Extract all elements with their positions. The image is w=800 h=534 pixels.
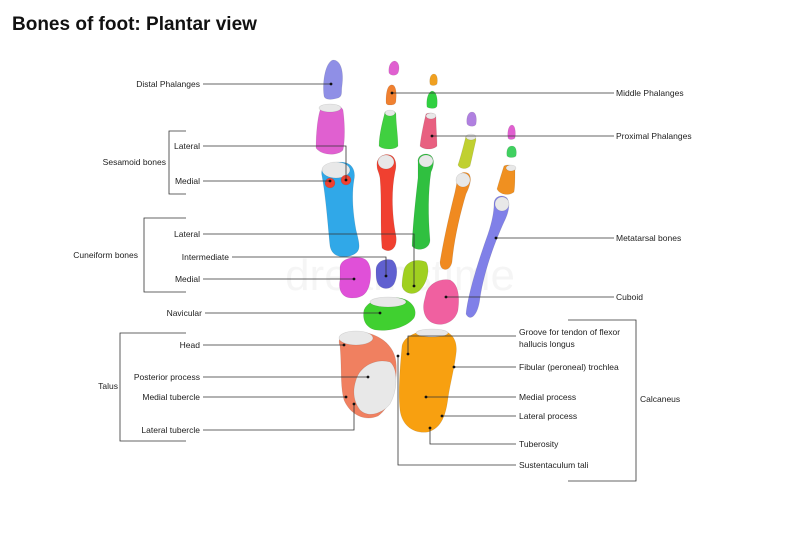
label-cuneiform-medial: Medial bbox=[174, 274, 200, 284]
leader-dot bbox=[384, 274, 388, 278]
cuboid-bone bbox=[423, 279, 460, 325]
metatarsal-5 bbox=[465, 195, 510, 318]
leader-dot bbox=[342, 343, 346, 347]
leader-dot bbox=[430, 134, 434, 138]
leader-tuberosity bbox=[429, 428, 516, 445]
distal-phalanx-1 bbox=[323, 59, 343, 100]
leader-talus-lateral bbox=[203, 404, 355, 431]
bracket-cuneiform bbox=[143, 217, 186, 293]
page-title: Bones of foot: Plantar view bbox=[12, 14, 257, 35]
leader-dot bbox=[352, 277, 356, 281]
proximal-phalanx-2 bbox=[378, 110, 399, 150]
leader-dot bbox=[452, 365, 456, 369]
label-talus-head: Head bbox=[179, 340, 200, 350]
distal-phalanx-3 bbox=[429, 73, 438, 86]
metatarsal-1-head bbox=[321, 161, 351, 179]
leader-dot bbox=[344, 178, 348, 182]
label-lateral-process: Lateral process bbox=[519, 411, 578, 421]
leader-dot bbox=[329, 82, 333, 86]
proximal-phalanx-1-cap bbox=[318, 103, 342, 113]
metatarsal-2 bbox=[376, 154, 397, 251]
cuneiform-lateral bbox=[401, 260, 429, 294]
label-sustentaculum-tali: Sustentaculum tali bbox=[519, 460, 589, 470]
leader-groove bbox=[407, 335, 516, 354]
metatarsal-3-head bbox=[418, 154, 434, 168]
label-groove-line1: Groove for tendon of flexor bbox=[519, 327, 621, 337]
middle-phalanx-4 bbox=[466, 111, 477, 127]
bracket-calcaneus bbox=[568, 319, 637, 482]
leader-cuneiform-intermediate bbox=[232, 256, 387, 276]
metatarsal-3 bbox=[411, 153, 434, 250]
label-cuboid: Cuboid bbox=[616, 292, 643, 302]
label-tuberosity: Tuberosity bbox=[519, 439, 559, 449]
metatarsal-4 bbox=[439, 172, 471, 270]
label-sesamoid-medial: Medial bbox=[174, 176, 200, 186]
leader-dot bbox=[396, 354, 400, 358]
leader-dot bbox=[344, 395, 348, 399]
leader-dot bbox=[328, 179, 332, 183]
leader-dot bbox=[390, 91, 394, 95]
distal-phalanx-5 bbox=[507, 124, 516, 140]
leader-cuneiform-lateral bbox=[203, 233, 415, 286]
middle-phalanx-5 bbox=[506, 145, 517, 158]
leader-dot bbox=[428, 426, 432, 430]
label-talus-medial-tubercle: Medial tubercle bbox=[142, 392, 200, 402]
label-distal-phalanges: Distal Phalanges bbox=[136, 79, 200, 89]
label-talus-lateral-tubercle: Lateral tubercle bbox=[141, 425, 200, 435]
proximal-phalanx-4 bbox=[457, 134, 477, 169]
label-talus-posterior-process: Posterior process bbox=[133, 372, 200, 382]
label-cuneiform-intermediate: Intermediate bbox=[181, 252, 229, 262]
label-talus: Talus bbox=[98, 381, 118, 391]
middle-phalanx-3 bbox=[426, 90, 438, 109]
leader-dot bbox=[494, 236, 498, 240]
navicular-cap bbox=[369, 296, 407, 308]
proximal-phalanx-2-cap bbox=[384, 109, 396, 117]
leader-sesamoid-lateral bbox=[203, 145, 347, 180]
leader-sustentaculum bbox=[397, 356, 516, 466]
label-cuneiform-lateral: Lateral bbox=[174, 229, 200, 239]
talus-head-cap bbox=[338, 330, 374, 346]
metatarsal-5-head bbox=[494, 196, 510, 212]
metatarsal-4-head bbox=[455, 172, 471, 188]
label-groove-line2: hallucis longus bbox=[519, 339, 575, 349]
metatarsal-2-head bbox=[377, 154, 395, 170]
cuneiform-medial bbox=[339, 257, 372, 299]
proximal-phalanx-3-cap bbox=[425, 112, 437, 120]
label-sesamoid-lateral: Lateral bbox=[174, 141, 200, 151]
bracket-talus bbox=[119, 332, 186, 442]
leader-dot bbox=[440, 414, 444, 418]
leader-dot bbox=[378, 311, 382, 315]
leader-dot bbox=[412, 284, 416, 288]
label-navicular: Navicular bbox=[166, 308, 202, 318]
label-cuneiform-bones: Cuneiform bones bbox=[73, 250, 138, 260]
leader-dot bbox=[406, 352, 410, 356]
leader-lines bbox=[119, 83, 637, 482]
leader-dot bbox=[444, 295, 448, 299]
proximal-phalanx-5-cap bbox=[505, 164, 517, 172]
label-proximal-phalanges: Proximal Phalanges bbox=[616, 131, 692, 141]
label-medial-process: Medial process bbox=[519, 392, 577, 402]
bracket-sesamoid bbox=[168, 130, 186, 195]
calcaneus-facet bbox=[415, 328, 449, 338]
label-fibular-trochlea: Fibular (peroneal) trochlea bbox=[519, 362, 619, 372]
sesamoid-medial bbox=[324, 177, 336, 189]
label-middle-phalanges: Middle Phalanges bbox=[616, 88, 684, 98]
middle-phalanx-2 bbox=[385, 84, 397, 106]
proximal-phalanx-4-cap bbox=[465, 133, 477, 141]
distal-phalanx-2 bbox=[388, 60, 400, 76]
label-metatarsal-bones: Metatarsal bones bbox=[616, 233, 682, 243]
proximal-phalanx-3 bbox=[419, 112, 438, 150]
leader-dot bbox=[352, 402, 356, 406]
bones-group bbox=[315, 59, 517, 433]
leader-dot bbox=[424, 395, 428, 399]
proximal-phalanx-1 bbox=[315, 104, 345, 155]
talus-trochlea bbox=[353, 360, 397, 415]
label-sesamoid-bones: Sesamoid bones bbox=[102, 157, 166, 167]
leader-dot bbox=[366, 375, 370, 379]
label-calcaneus: Calcaneus bbox=[640, 394, 681, 404]
